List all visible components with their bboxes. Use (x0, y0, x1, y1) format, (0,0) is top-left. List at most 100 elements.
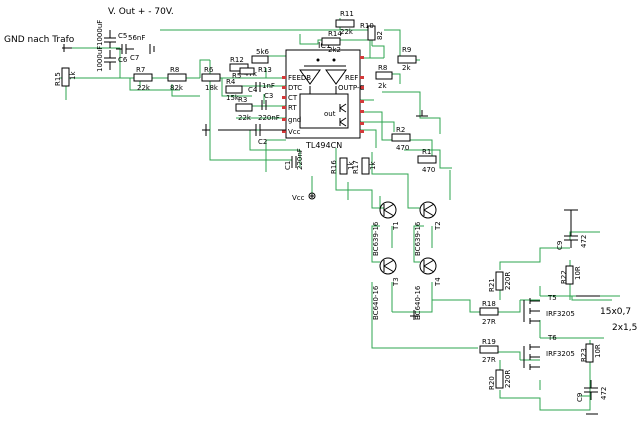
transistor-t4[interactable]: BC640-16 T4 (414, 257, 442, 320)
c5-value: 1000uF (96, 20, 104, 46)
r4-value: 15k (226, 94, 240, 102)
resistor-r9[interactable]: R9 2k (397, 46, 417, 72)
r11-ref: R11 (340, 10, 354, 18)
c4-value: 1nF (262, 82, 275, 90)
t4-ref: T4 (434, 277, 442, 287)
capacitor-c2[interactable]: C2 (218, 124, 286, 146)
resistor-r19[interactable]: R19 27R (479, 338, 499, 364)
transistor-t1[interactable]: BC639-16 T1 (372, 201, 400, 256)
resistor-r16[interactable]: R16 1k (330, 157, 355, 175)
resistor-r7[interactable]: R7 22k (133, 66, 153, 92)
r8b-value: 2k (378, 82, 387, 90)
gnd-note: GND nach Trafo (4, 35, 75, 45)
transistor-t2[interactable]: BC639-16 T2 (414, 201, 442, 256)
r8b-ref: R8 (378, 64, 387, 72)
transistor-t3[interactable]: BC640-16 T3 (372, 257, 400, 320)
resistor-r18[interactable]: R18 27R (479, 300, 499, 326)
resistor-r23[interactable]: R23 10R (580, 343, 602, 363)
mosfet-t6[interactable]: T6 IRF3205 (523, 334, 575, 370)
ic-pin-dtc: DTC (288, 84, 302, 92)
ic-part-label: TL494CN (305, 141, 342, 150)
vcc-label: Vcc (292, 194, 305, 202)
resistor-r5[interactable]: R5 (232, 67, 255, 80)
c7-value: 56nF (128, 34, 145, 42)
resistor-r22[interactable]: R22 10R (560, 265, 582, 285)
r3-ref: R3 (238, 96, 247, 104)
r1-value: 470 (422, 166, 435, 174)
mosfet-t5[interactable]: T5 IRF3205 (523, 294, 575, 324)
resistor-r15[interactable]: R15 1k (54, 67, 77, 87)
ic-pin-dots (282, 56, 364, 133)
vcc-symbol (308, 192, 316, 200)
ic-pin-out: out (324, 110, 336, 118)
vout-note: V. Out + - 70V. (108, 7, 174, 17)
resistor-r14[interactable]: R14 2k2 (321, 30, 342, 54)
c3-value: 220nF (258, 114, 280, 122)
r14-value: 2k2 (328, 46, 341, 54)
resistor-r8[interactable]: R8 82k (167, 66, 187, 92)
r20-value: 220R (504, 370, 512, 388)
resistor-r8-right[interactable]: R8 2k (375, 64, 393, 90)
capacitor-c9-top[interactable]: C9 472 (556, 228, 588, 250)
c3-ref: C3 (264, 92, 273, 100)
r15-ref: R15 (54, 72, 62, 86)
resistor-r17[interactable]: R17 1k (352, 157, 377, 175)
t5-value: IRF3205 (546, 310, 575, 318)
r7-value: 22k (137, 84, 151, 92)
c6-value: 1000uF (96, 46, 104, 72)
t5-ref: T5 (547, 294, 557, 302)
resistor-r6[interactable]: R6 18k (201, 66, 221, 92)
capacitor-c6[interactable]: 1000uF C6 (96, 46, 128, 72)
ic-pin-outpc: OUTP-C (338, 84, 365, 92)
r22-ref: R22 (560, 270, 568, 284)
capacitor-c9-bottom[interactable]: C9 472 (576, 380, 608, 402)
c2-ref: C2 (258, 138, 267, 146)
resistor-r4[interactable]: R4 15k (225, 78, 243, 102)
capacitor-c1[interactable]: C1 220nF (284, 148, 304, 170)
r23-ref: R23 (580, 348, 588, 362)
ic-pin-feedb: FEEDB (288, 74, 311, 82)
r17-value: 1k (369, 161, 377, 170)
ic-pin-rt: RT (288, 104, 297, 112)
resistor-r11[interactable]: R11 22k (335, 10, 355, 36)
resistor-r1[interactable]: R1 470 (417, 148, 437, 174)
resistor-r20[interactable]: R20 220R (488, 369, 512, 390)
t2-ref: T2 (434, 221, 442, 231)
r8-value: 82k (170, 84, 184, 92)
r1-ref: R1 (422, 148, 431, 156)
t1-value: BC639-16 (372, 221, 380, 256)
r22-value: 10R (574, 266, 582, 280)
wire-gauge-2: 2x1,5 (612, 323, 637, 333)
capacitor-c4[interactable]: C4 1nF (248, 82, 275, 94)
resistor-r21[interactable]: R21 220R (488, 271, 512, 292)
resistor-r13[interactable]: 5k6 R13 (251, 48, 272, 74)
r13-value: 5k6 (256, 48, 270, 56)
r23-value: 10R (594, 344, 602, 358)
r9-ref: R9 (402, 46, 411, 54)
r14-ref: R14 (328, 30, 342, 38)
t3-ref: T3 (392, 277, 400, 287)
c9a-value: 472 (580, 235, 588, 248)
c9a-ref: C9 (556, 241, 564, 250)
c7-ref: C7 (130, 54, 139, 62)
r13-ref: R13 (258, 66, 272, 74)
ic-pin-ref: REF (345, 74, 358, 82)
ic-pin-ct: CT (288, 94, 298, 102)
resistor-r3[interactable]: R3 22k (235, 96, 253, 122)
ground-symbols (62, 44, 600, 415)
ic-tl494cn[interactable]: IC1 TL494CN FEEDB DTC CT RT gnd Vcc REF … (282, 41, 365, 150)
capacitor-c7[interactable]: 56nF C7 (116, 34, 145, 62)
r19-value: 27R (482, 356, 496, 364)
r2-value: 470 (396, 144, 409, 152)
capacitor-c3[interactable]: C3 220nF (258, 92, 280, 122)
t6-ref: T6 (547, 334, 557, 342)
resistor-r2[interactable]: R2 470 (391, 126, 411, 152)
r6-ref: R6 (204, 66, 214, 74)
r8-ref: R8 (170, 66, 179, 74)
c9b-value: 472 (600, 387, 608, 400)
resistor-r10[interactable]: R10 82 (360, 22, 384, 41)
capacitor-c5[interactable]: 1000uF C5 (96, 20, 127, 48)
r17-ref: R17 (352, 160, 360, 174)
